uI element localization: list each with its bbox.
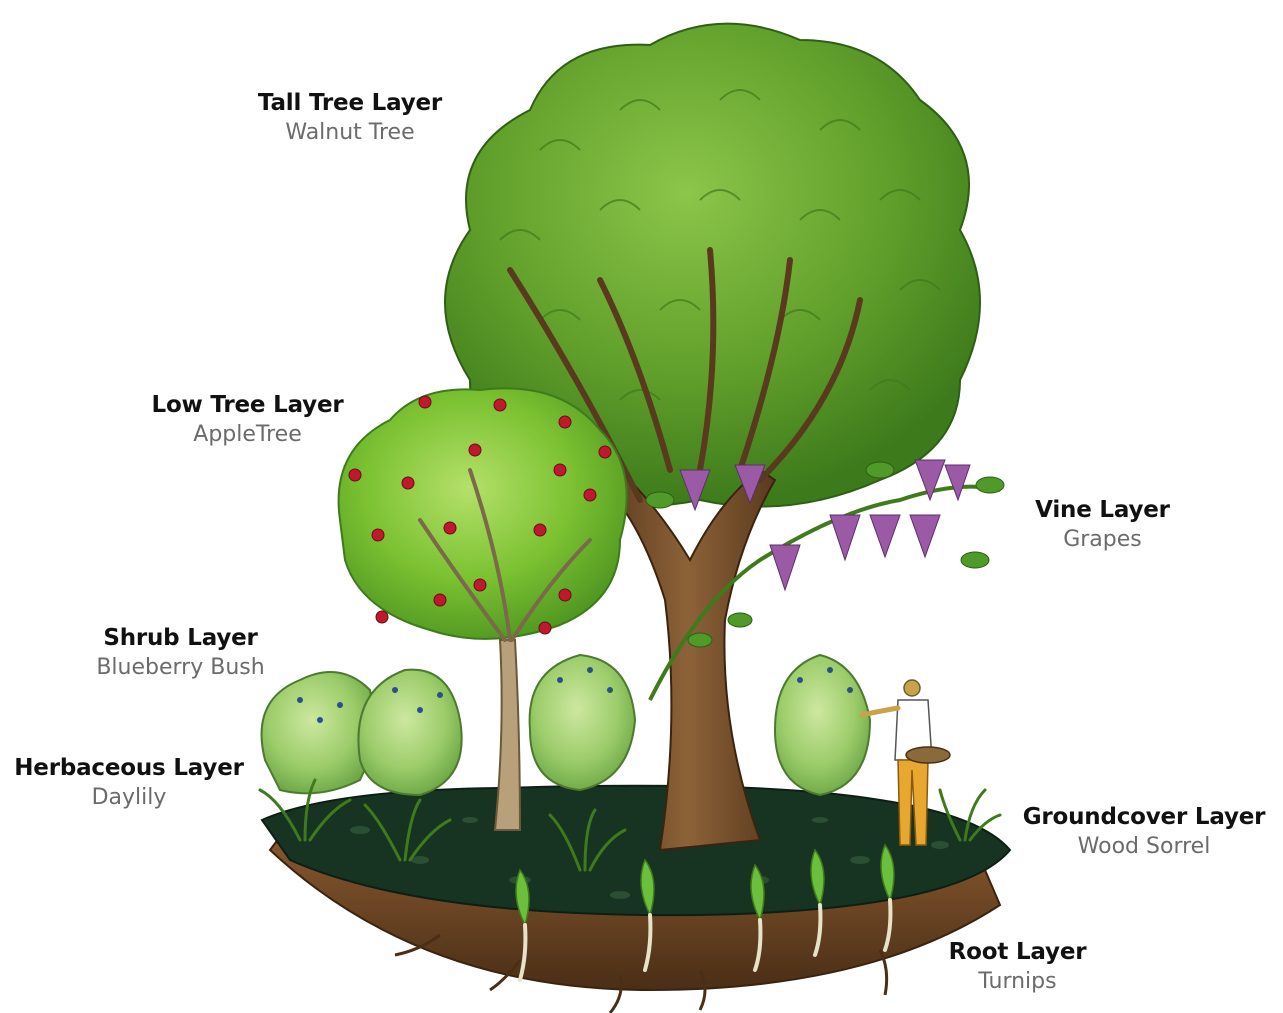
layer-label-root: Root Layer Turnips (945, 937, 1090, 997)
layer-title: Root Layer (945, 937, 1090, 967)
layer-label-low-tree: Low Tree Layer AppleTree (150, 390, 345, 450)
layer-example: Grapes (1030, 525, 1175, 555)
layer-example: Wood Sorrel (1013, 832, 1275, 862)
layer-label-shrub: Shrub Layer Blueberry Bush (88, 623, 273, 683)
layer-label-tall-tree: Tall Tree Layer Walnut Tree (255, 88, 445, 148)
layer-example: Blueberry Bush (88, 653, 273, 683)
layer-label-vine: Vine Layer Grapes (1030, 495, 1175, 555)
layer-title: Tall Tree Layer (255, 88, 445, 118)
layer-title: Shrub Layer (88, 623, 273, 653)
shrubs (262, 655, 870, 795)
layer-title: Herbaceous Layer (8, 753, 250, 783)
layer-example: AppleTree (150, 420, 345, 450)
layer-example: Turnips (945, 967, 1090, 997)
layer-title: Groundcover Layer (1013, 802, 1275, 832)
layer-example: Walnut Tree (255, 118, 445, 148)
layer-title: Vine Layer (1030, 495, 1175, 525)
layer-example: Daylily (8, 783, 250, 813)
layer-title: Low Tree Layer (150, 390, 345, 420)
layer-label-herbaceous: Herbaceous Layer Daylily (8, 753, 250, 813)
layer-label-groundcover: Groundcover Layer Wood Sorrel (1013, 802, 1275, 862)
